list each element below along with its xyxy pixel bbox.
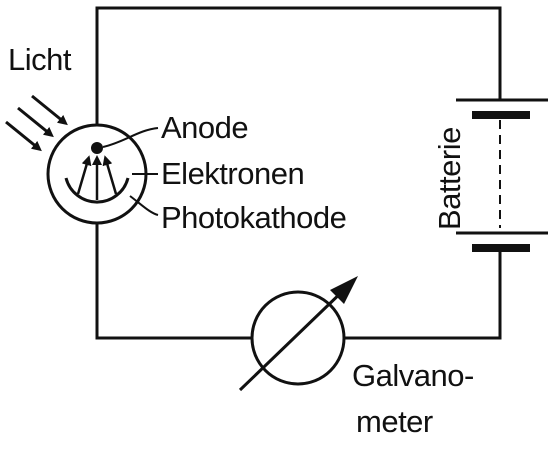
photocell-symbol <box>46 123 148 225</box>
galvanometer-needle-arrow <box>238 284 350 392</box>
anode-label: Anode <box>161 110 249 145</box>
photocathode-arc <box>64 177 130 204</box>
wire-left <box>95 205 252 340</box>
battery-label: Batterie <box>432 127 467 230</box>
wire-top <box>95 6 502 142</box>
electron-arrow-right <box>102 155 118 195</box>
galvanometer-arrowhead <box>330 276 358 304</box>
anode-dot <box>91 142 103 154</box>
galvanometer-label-line1: Galvano- <box>352 358 474 393</box>
light-ray-1 <box>31 94 68 126</box>
galvanometer-label-line2: meter <box>356 404 433 439</box>
electron-arrow-left <box>76 155 92 195</box>
electrons-label: Elektronen <box>161 156 305 191</box>
wire-bottom-right <box>344 248 502 340</box>
battery-symbol <box>456 98 548 252</box>
photocathode-label: Photokathode <box>161 200 347 235</box>
light-ray-2 <box>17 106 54 138</box>
light-rays <box>5 94 68 152</box>
galvanometer-symbol <box>238 276 358 392</box>
galvanometer-body <box>250 290 346 386</box>
light-label: Licht <box>8 42 71 77</box>
photocathode-leader <box>129 195 159 216</box>
label-leaders <box>102 127 159 216</box>
light-ray-3 <box>5 120 42 152</box>
anode-leader <box>102 127 159 148</box>
circuit-wires <box>95 6 502 340</box>
